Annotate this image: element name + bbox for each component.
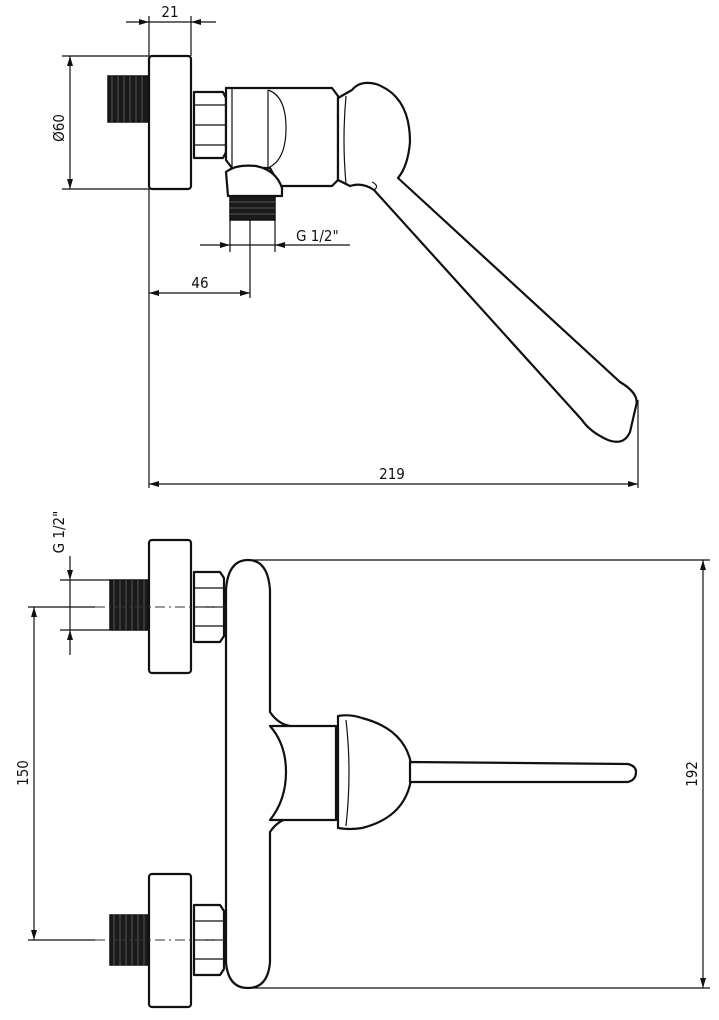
dim-width-21: 21 [161,3,178,21]
dim-offset-46: 46 [191,274,208,292]
top-body [224,86,340,188]
top-view: 21 Ø60 G 1/2" 46 219 [50,3,639,488]
top-inlet-thread [107,75,150,123]
top-lever-handle [336,81,638,443]
dim-spacing-150: 150 [14,760,32,786]
dim-height-192: 192 [683,761,701,787]
dim-length-219: 219 [379,465,405,483]
top-rosette [147,54,193,191]
front-cartridge-neck [268,724,338,822]
top-outlet-elbow [224,164,284,198]
front-lever-arm [408,760,638,784]
dim-diameter-60: Ø60 [50,114,68,142]
dim-thread-top: G 1/2" [296,227,339,245]
front-view: G 1/2" 150 192 [14,511,710,1009]
front-inlet-thread-upper [109,579,150,631]
dim-thread-front: G 1/2" [50,511,68,554]
front-mixer-body [224,558,292,990]
